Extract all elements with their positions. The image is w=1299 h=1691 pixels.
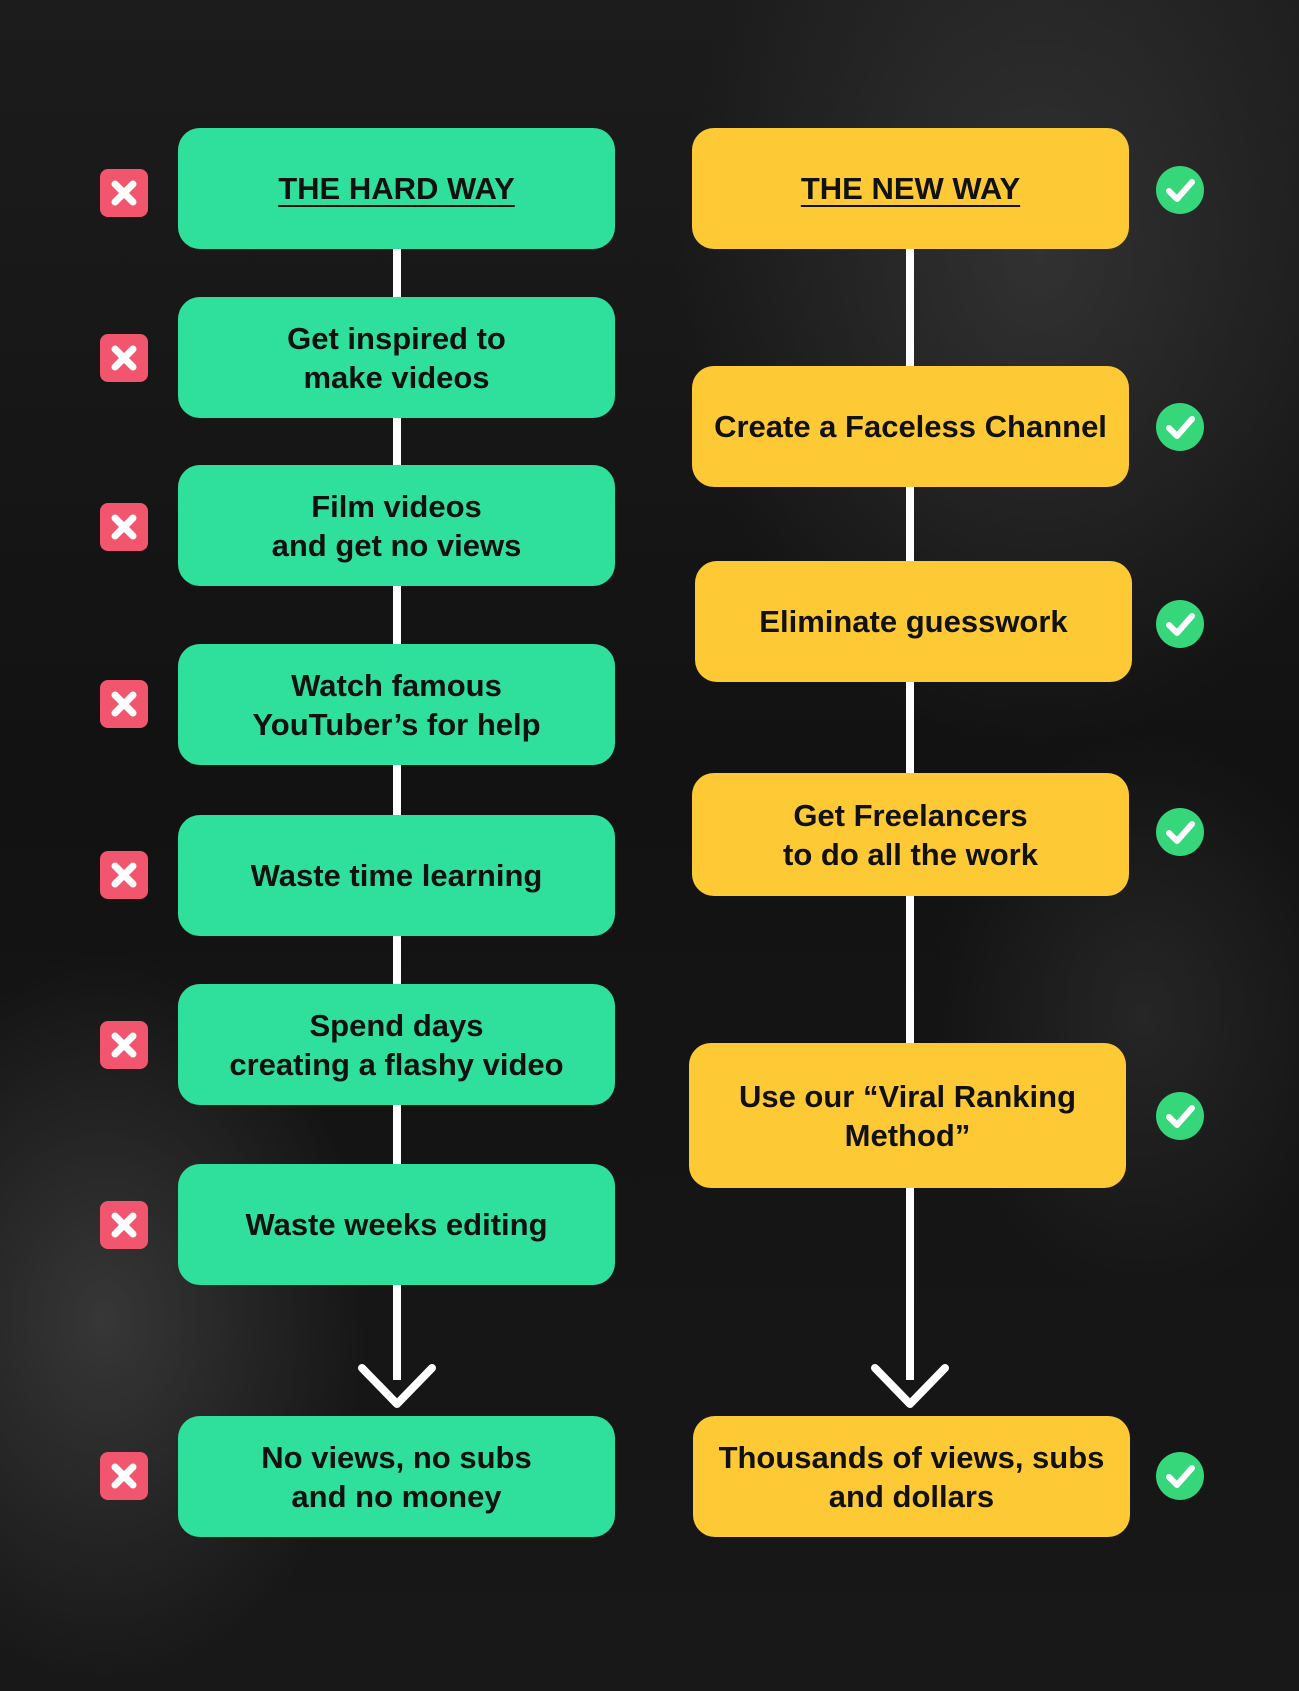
cross-icon [100, 1021, 148, 1069]
hard-way-step-3: Watch famous YouTuber’s for help [178, 644, 615, 765]
arrow-down-icon [871, 1364, 949, 1408]
new-way-title: THE NEW WAY [692, 128, 1129, 249]
cross-icon [100, 680, 148, 728]
hard-way-step-1: Get inspired to make videos [178, 297, 615, 418]
new-way-title-text: THE NEW WAY [800, 171, 1021, 206]
cross-icon [100, 851, 148, 899]
checkmark-icon [1156, 600, 1204, 648]
hard-way-step-5: Spend days creating a flashy video [178, 984, 615, 1105]
checkmark-icon [1156, 1452, 1204, 1500]
checkmark-icon [1156, 808, 1204, 856]
hard-way-step-4: Waste time learning [178, 815, 615, 936]
hard-way-result: No views, no subs and no money [178, 1416, 615, 1537]
cross-icon [100, 1201, 148, 1249]
new-way-step-4: Use our “Viral Ranking Method” [689, 1043, 1126, 1188]
checkmark-icon [1156, 166, 1204, 214]
cross-icon [100, 334, 148, 382]
cross-icon [100, 503, 148, 551]
new-way-result: Thousands of views, subs and dollars [693, 1416, 1130, 1537]
new-way-step-2: Eliminate guesswork [695, 561, 1132, 682]
checkmark-icon [1156, 1092, 1204, 1140]
hard-way-title-text: THE HARD WAY [278, 171, 515, 206]
new-way-step-3: Get Freelancers to do all the work [692, 773, 1129, 896]
cross-icon [100, 1452, 148, 1500]
hard-way-connector [393, 240, 401, 1380]
hard-way-step-6: Waste weeks editing [178, 1164, 615, 1285]
checkmark-icon [1156, 403, 1204, 451]
hard-way-title: THE HARD WAY [178, 128, 615, 249]
new-way-step-1: Create a Faceless Channel [692, 366, 1129, 487]
hard-way-step-2: Film videos and get no views [178, 465, 615, 586]
cross-icon [100, 169, 148, 217]
arrow-down-icon [358, 1364, 436, 1408]
